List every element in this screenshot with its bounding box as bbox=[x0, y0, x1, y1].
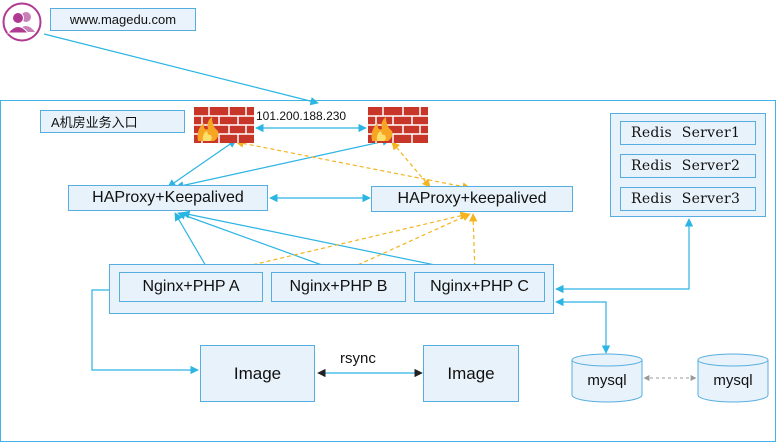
nginx-to-image-line bbox=[91, 289, 199, 375]
mysql-master-label: mysql bbox=[587, 371, 627, 389]
vip-address-label: 101.200.188.230 bbox=[256, 109, 347, 123]
nginx-node-a: Nginx+PHP A bbox=[119, 272, 263, 302]
image-server-2: Image bbox=[423, 345, 519, 402]
fw2-to-ha2-line bbox=[391, 141, 431, 188]
entry-label: A机房业务入口 bbox=[40, 110, 185, 133]
database-icon bbox=[697, 353, 769, 403]
rsync-label: rsync bbox=[340, 350, 376, 367]
nginx-to-redis-line bbox=[555, 218, 694, 294]
nginx-node-b: Nginx+PHP B bbox=[271, 272, 406, 302]
nginx-node-c: Nginx+PHP C bbox=[414, 272, 545, 302]
user-to-vip-line bbox=[43, 33, 319, 106]
firewall-icon bbox=[194, 107, 254, 143]
database-icon bbox=[571, 353, 643, 403]
image-server-1: Image bbox=[200, 345, 315, 402]
firewall-icon bbox=[368, 107, 428, 143]
ha2-to-nginx-c-line bbox=[469, 213, 479, 274]
haproxy-node-1: HAProxy+Keepalived bbox=[68, 185, 268, 211]
redis-server-2: Redis Server2 bbox=[620, 154, 756, 178]
nginx-to-mysql-line bbox=[555, 297, 611, 354]
ha2-to-nginx-b-line bbox=[339, 213, 471, 274]
redis-server-3: Redis Server3 bbox=[620, 187, 756, 211]
haproxy-node-2: HAProxy+keepalived bbox=[371, 186, 573, 212]
redis-server-1: Redis Server1 bbox=[620, 121, 756, 145]
fw2-to-ha1-line bbox=[175, 137, 391, 190]
site-url-label: www.magedu.com bbox=[50, 8, 196, 31]
user-group-icon bbox=[2, 2, 42, 42]
fw1-to-ha2-line bbox=[235, 139, 471, 191]
fw1-to-ha1-line bbox=[167, 139, 237, 188]
mysql-slave-label: mysql bbox=[713, 371, 753, 389]
